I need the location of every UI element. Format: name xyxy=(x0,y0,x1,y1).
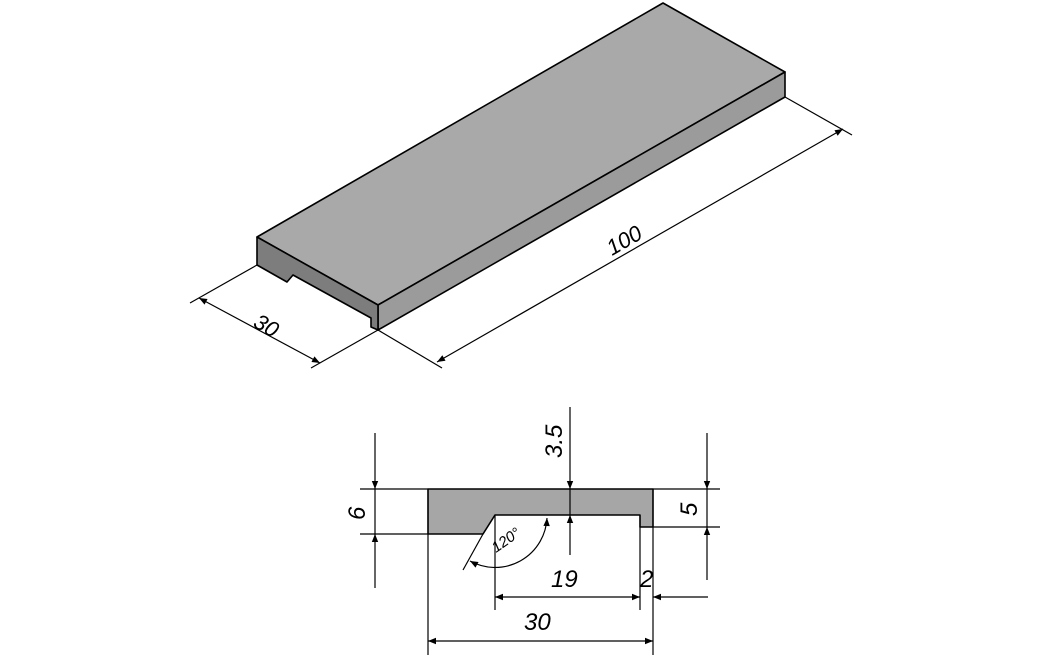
end-face xyxy=(256,236,379,331)
isometric-view: 30 100 xyxy=(189,2,853,369)
angle-label: 120° xyxy=(489,525,524,557)
height-label: 6 xyxy=(344,506,371,520)
section-view: 6 5 3.5 19 2 30 120° xyxy=(344,407,720,655)
length-label: 100 xyxy=(602,220,647,260)
groove-width-label: 19 xyxy=(551,566,578,593)
section-profile xyxy=(427,488,654,535)
angle-arc xyxy=(469,517,550,568)
length-dimension-line xyxy=(436,128,844,363)
groove-depth-label: 3.5 xyxy=(541,424,568,458)
top-face xyxy=(256,2,786,306)
lip-width-label: 2 xyxy=(639,566,653,593)
width-dimension-line xyxy=(198,297,321,364)
width-label: 30 xyxy=(250,309,284,343)
edge-height-label: 5 xyxy=(676,502,703,516)
total-width-label: 30 xyxy=(524,609,551,636)
